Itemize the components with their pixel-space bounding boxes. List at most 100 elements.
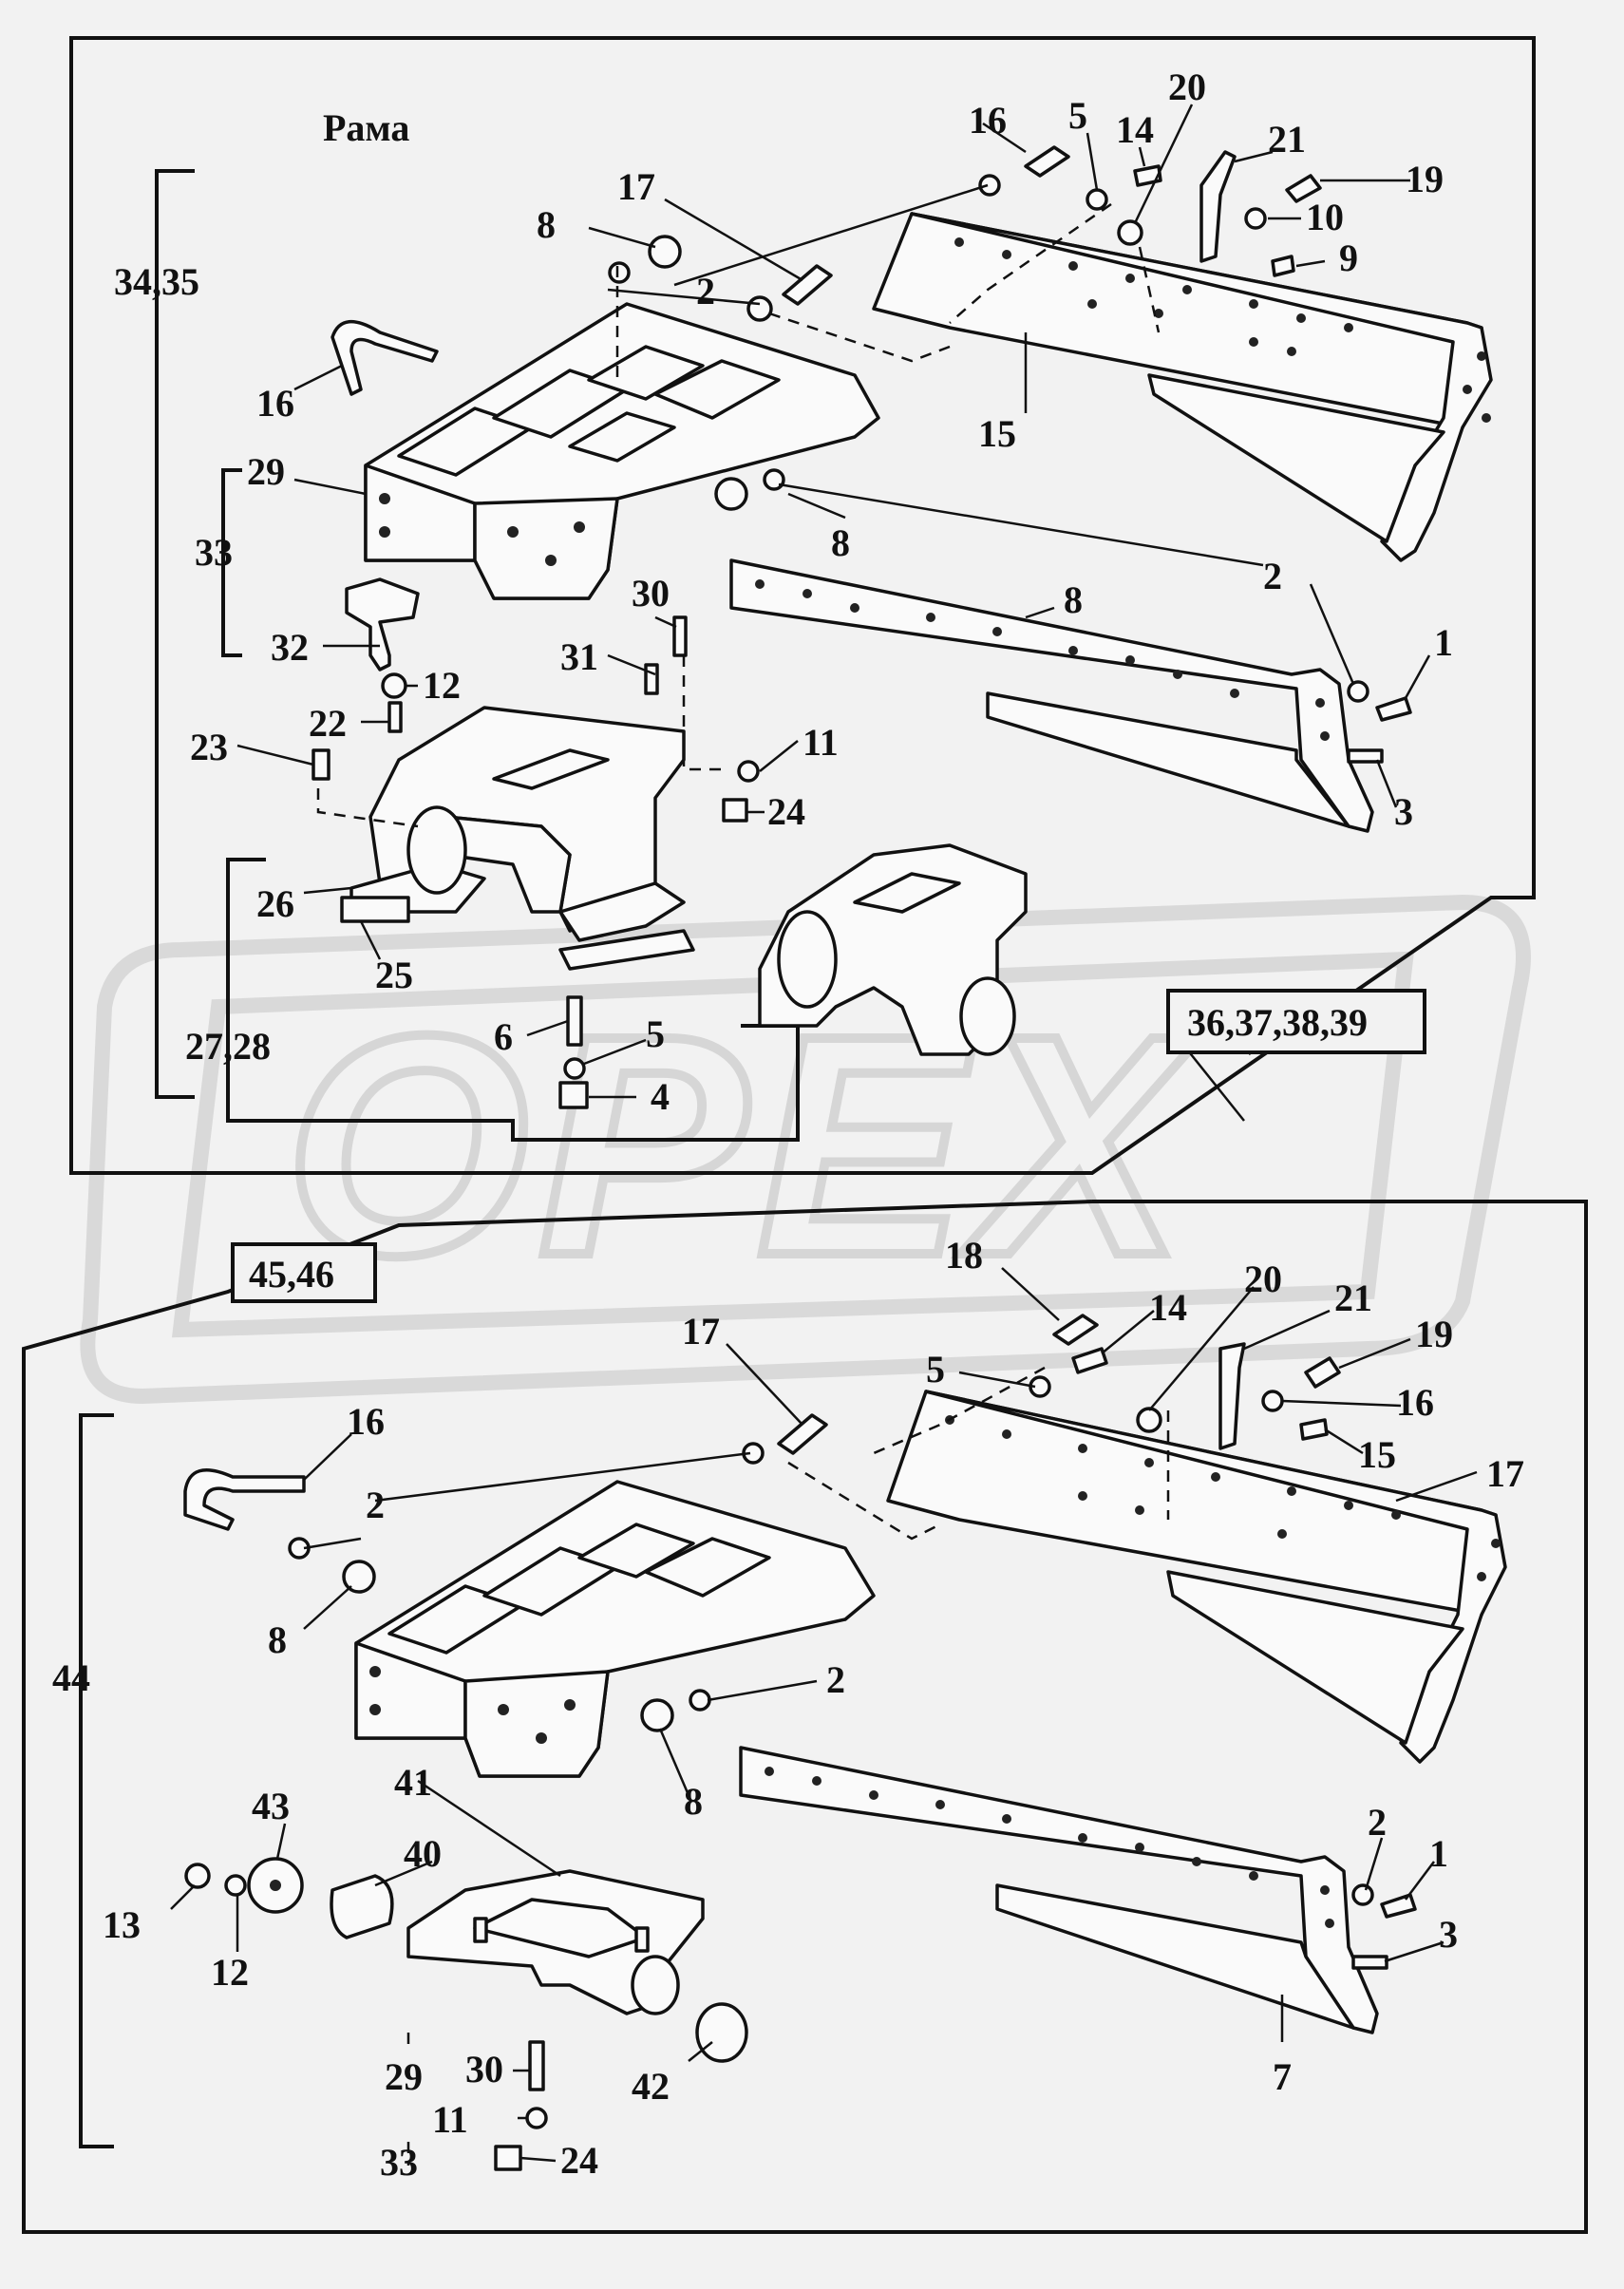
bottom-section-frame	[22, 1200, 1588, 2234]
left-rail-bottom	[739, 1746, 1379, 2034]
label: 30	[632, 572, 670, 615]
label: 2	[1368, 1801, 1387, 1844]
bracket-33	[221, 468, 242, 657]
pin-3	[1347, 748, 1384, 764]
label: 15	[978, 412, 1016, 455]
label: 8	[831, 521, 850, 564]
label: 21	[1334, 1277, 1372, 1319]
label: 2	[826, 1658, 845, 1701]
label: 19	[1406, 158, 1444, 200]
group-label: 44	[52, 1656, 90, 1699]
label: 21	[1268, 118, 1306, 161]
watermark-text: OPEX	[285, 970, 1200, 1320]
reference-box-top	[1166, 989, 1426, 1054]
washer-10b	[1261, 1390, 1284, 1412]
label: 1	[1429, 1832, 1448, 1875]
washer-2h	[1351, 1883, 1374, 1906]
label: 5	[646, 1012, 665, 1055]
support-casting-bottom	[406, 1869, 705, 2015]
u-bolt-16	[330, 319, 439, 396]
bracket-21	[1199, 150, 1237, 263]
stud-6	[566, 995, 583, 1047]
bolt-19	[1285, 174, 1322, 203]
label: 1	[1434, 621, 1453, 664]
axle-support-casting-left	[349, 706, 686, 942]
bolt-18	[1024, 145, 1070, 178]
bolt-13	[184, 1863, 211, 1889]
labels-bottom: 18 14 20 21 5 19 16 15 17 17 16 2 8 2 8 …	[103, 1234, 1524, 2184]
label: 23	[190, 726, 228, 768]
washer-2b	[608, 261, 631, 284]
nut-8b	[648, 235, 682, 269]
labels-top: 16 5 20 14 21 19 10 9 17 8 2 34,35 16 15…	[114, 66, 1453, 1118]
stud-30b	[528, 2040, 545, 2091]
nut-11	[737, 760, 760, 783]
bolt-22	[387, 701, 403, 733]
nut-4	[558, 1081, 589, 1109]
label: 8	[537, 203, 556, 246]
washer-5t	[1086, 188, 1108, 211]
label: 11	[803, 721, 839, 764]
label: 22	[309, 702, 347, 745]
label: 6	[494, 1015, 513, 1058]
bolt-9	[1271, 255, 1295, 277]
label: 24	[767, 790, 805, 833]
boxed-label: 36,37,38,39	[1187, 1001, 1368, 1044]
label: 25	[375, 954, 413, 996]
label: 2	[1263, 555, 1282, 597]
bolt-19b	[1304, 1356, 1341, 1389]
label: 43	[252, 1785, 290, 1827]
pin-3b	[1351, 1955, 1388, 1970]
bolt-1b	[1380, 1893, 1417, 1919]
bushing-40	[330, 1874, 394, 1939]
label: 4	[651, 1075, 670, 1118]
axle-support-casting-right	[758, 843, 1028, 1056]
leaders-bottom	[170, 1267, 1478, 2163]
nut-24b	[494, 2145, 522, 2171]
group-label: 33	[195, 531, 233, 574]
label: 33	[380, 2141, 418, 2184]
bolt-17b	[777, 1413, 828, 1455]
label: 13	[103, 1903, 141, 1946]
boxed-label: 45,46	[249, 1253, 334, 1296]
label: 29	[385, 2055, 423, 2098]
bracket-44	[79, 1413, 114, 2148]
bracket-21b	[1218, 1342, 1246, 1450]
cap-25	[340, 896, 410, 923]
cap-lower	[558, 929, 695, 971]
label: 16	[1396, 1381, 1434, 1424]
small-parts-top	[312, 145, 1412, 1109]
label: 12	[211, 1951, 249, 1994]
watermark: OPEX	[80, 894, 1531, 1405]
label: 8	[684, 1780, 703, 1823]
label: 16	[347, 1400, 385, 1443]
label: 15	[1358, 1433, 1396, 1476]
small-parts-bottom	[183, 1314, 1417, 2171]
label: 8	[1064, 578, 1083, 621]
right-rail-top	[872, 212, 1493, 562]
washer-2a	[763, 468, 785, 491]
label: 32	[271, 626, 309, 669]
label: 5	[1068, 94, 1087, 137]
bolt-9b	[1299, 1418, 1329, 1441]
top-section-frame	[69, 36, 1536, 1175]
label: 42	[632, 2065, 670, 2108]
label: 7	[1273, 2055, 1292, 2098]
label: 12	[423, 664, 461, 707]
front-frame-casting-bottom	[354, 1480, 876, 1778]
watermark-inner-frame	[171, 951, 1415, 1338]
label: 17	[617, 165, 655, 208]
label: 19	[1415, 1313, 1453, 1355]
label: 9	[1339, 236, 1358, 279]
dashed-guides-bottom	[406, 1366, 1170, 2166]
front-frame-casting-top	[364, 302, 880, 600]
label: 3	[1394, 790, 1413, 833]
label: 24	[560, 2139, 598, 2182]
bracket-34-35	[155, 169, 195, 1099]
washer-2d	[1347, 680, 1369, 703]
label: 29	[247, 450, 285, 493]
label: 20	[1168, 66, 1206, 108]
bolt-18b	[1052, 1314, 1099, 1346]
